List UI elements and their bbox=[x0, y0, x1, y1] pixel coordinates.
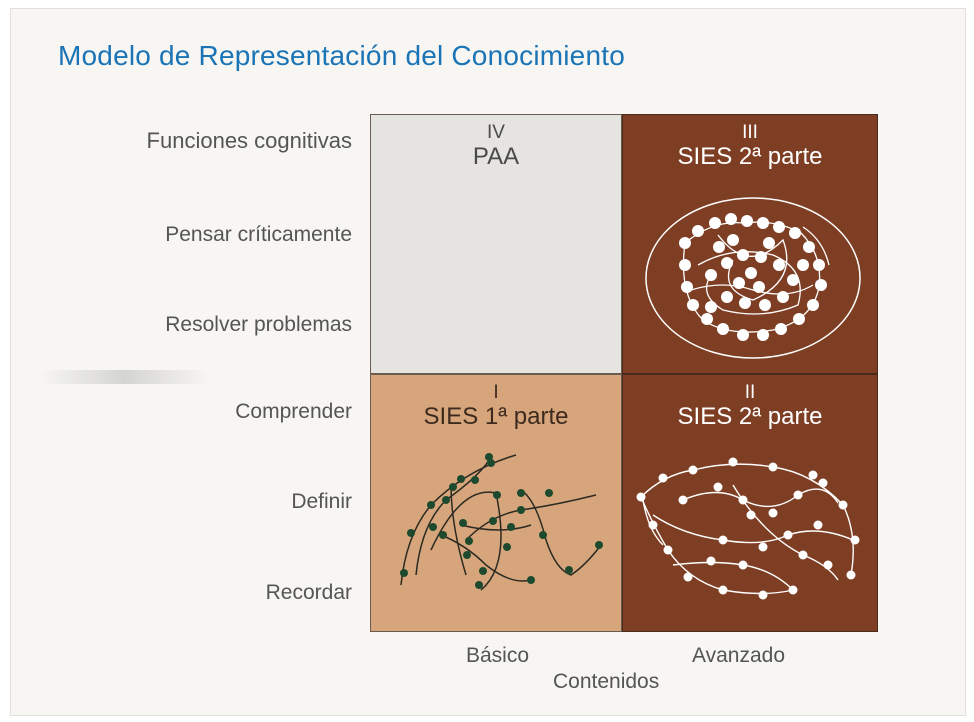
quadrant-iii: III SIES 2ª parte bbox=[622, 114, 878, 374]
y-label-resolver-problemas: Resolver problemas bbox=[165, 313, 352, 336]
y-label-definir: Definir bbox=[291, 490, 352, 513]
quadrant-iii-number: III bbox=[742, 122, 758, 143]
scattered-network-illustration bbox=[400, 453, 603, 591]
y-label-pensar-criticamente: Pensar críticamente bbox=[165, 223, 352, 246]
quadrant-i-label: SIES 1ª parte bbox=[423, 403, 569, 430]
quadrant-i: I SIES 1ª parte bbox=[370, 374, 622, 632]
quadrant-i-number: I bbox=[493, 382, 499, 403]
quadrant-ii: II SIES 2ª parte bbox=[622, 374, 878, 632]
y-label-funciones-cognitivas: Funciones cognitivas bbox=[146, 128, 352, 153]
x-label-basico: Básico bbox=[466, 644, 530, 667]
x-label-avanzado: Avanzado bbox=[692, 644, 786, 667]
page-title: Modelo de Representación del Conocimient… bbox=[58, 40, 625, 71]
quadrant-ii-label: SIES 2ª parte bbox=[677, 403, 823, 430]
y-label-recordar: Recordar bbox=[265, 581, 352, 604]
quadrant-iv-label: PAA bbox=[472, 143, 520, 170]
y-label-comprender: Comprender bbox=[235, 400, 352, 423]
clustered-network-illustration bbox=[645, 197, 861, 359]
scan-smudge bbox=[40, 370, 210, 384]
connected-network-illustration bbox=[636, 457, 860, 600]
quadrant-ii-number: II bbox=[744, 382, 756, 403]
x-axis-title: Contenidos bbox=[553, 670, 660, 693]
quadrant-iii-label: SIES 2ª parte bbox=[677, 143, 823, 170]
quadrant-iv: IV PAA bbox=[370, 114, 622, 374]
quadrant-iv-number: IV bbox=[487, 122, 505, 143]
